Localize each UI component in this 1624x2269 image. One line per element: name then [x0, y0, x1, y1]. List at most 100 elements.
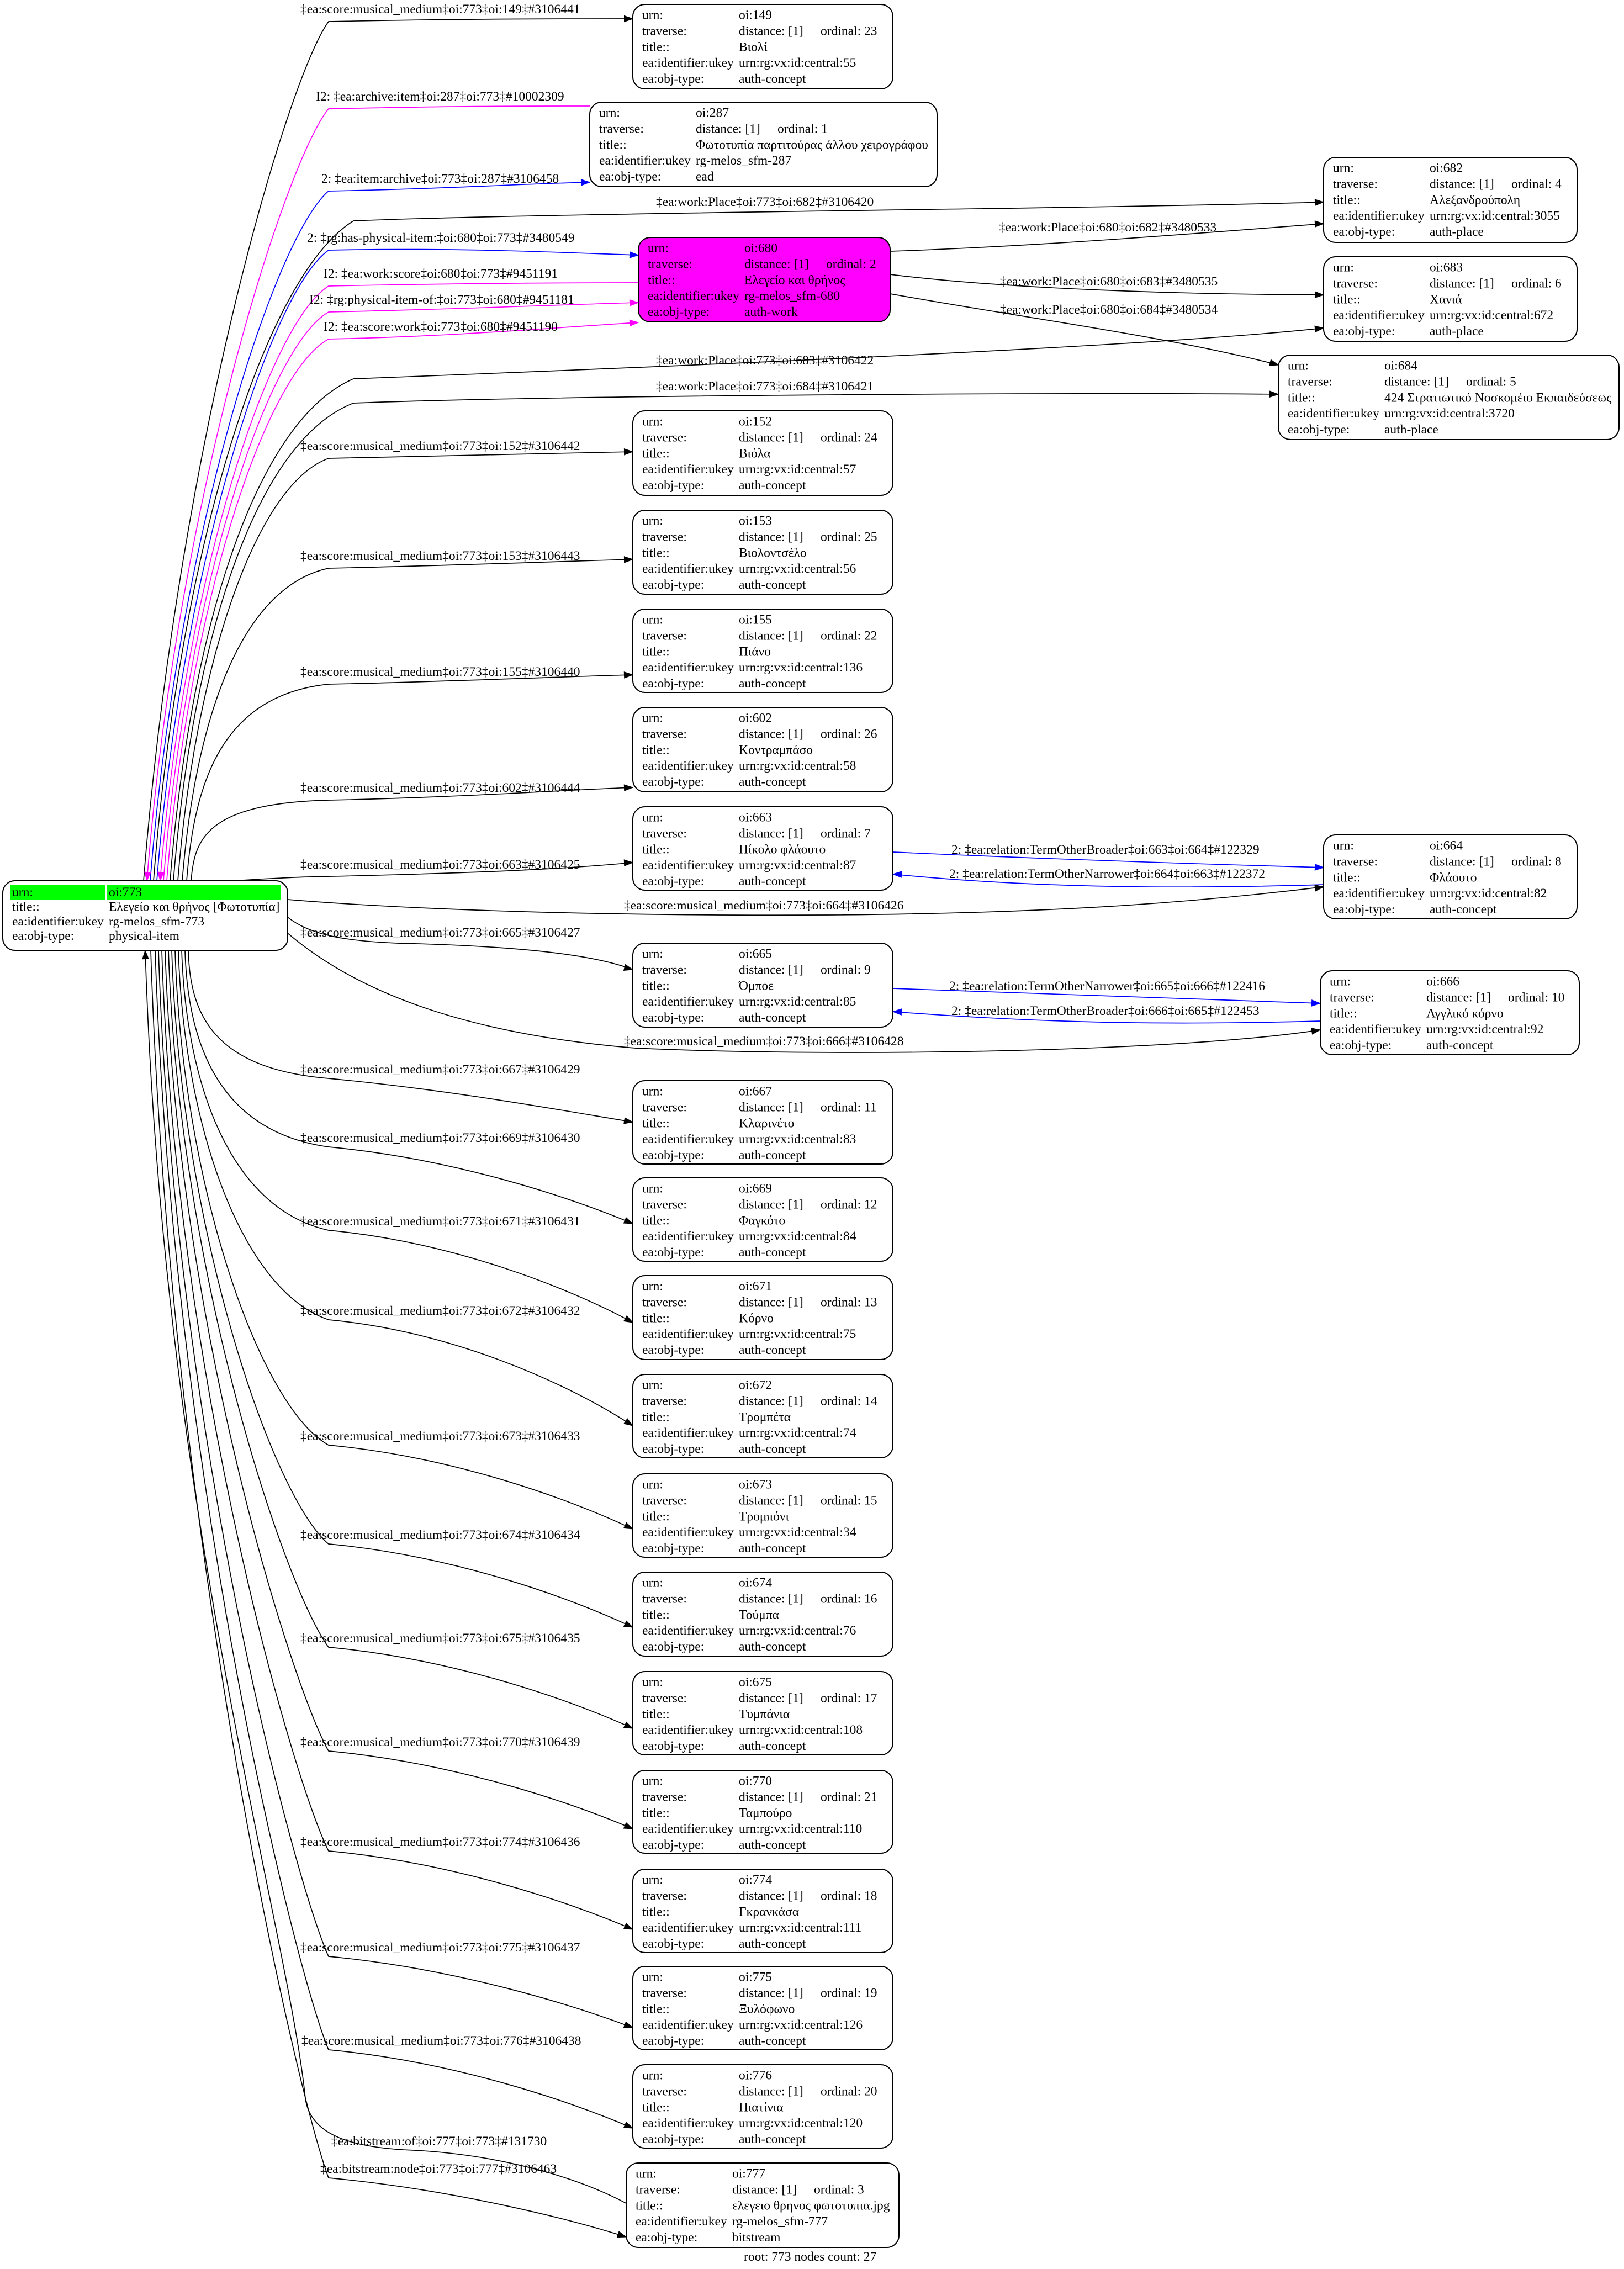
svg-text:urn:rg:vx:id:central:58: urn:rg:vx:id:central:58: [739, 759, 856, 773]
svg-text:physical-item: physical-item: [109, 929, 179, 943]
svg-text:Χανιά: Χανιά: [1430, 292, 1462, 306]
svg-text:oi:155: oi:155: [739, 613, 772, 627]
svg-text:ea:identifier:ukey: ea:identifier:ukey: [642, 858, 734, 872]
svg-text:‡ea:work:Place‡oi:773‡oi:684‡#: ‡ea:work:Place‡oi:773‡oi:684‡#3106421: [656, 379, 874, 394]
svg-text:distance: [1]: distance: [1]: [1384, 374, 1449, 389]
svg-text:title::: title::: [642, 2100, 670, 2114]
svg-text:distance: [1]: distance: [1]: [739, 628, 803, 643]
svg-text:distance: [1]: distance: [1]: [739, 1295, 803, 1309]
svg-text:urn:: urn:: [1330, 975, 1351, 989]
svg-text:ordinal: 21: ordinal: 21: [821, 1790, 877, 1804]
svg-text:ea:identifier:ukey: ea:identifier:ukey: [642, 2116, 734, 2130]
svg-text:auth-concept: auth-concept: [739, 1148, 806, 1162]
svg-text:ea:obj-type:: ea:obj-type:: [642, 1442, 704, 1456]
svg-text:ordinal: 7: ordinal: 7: [821, 826, 871, 840]
svg-text:‡ea:work:Place‡oi:680‡oi:682‡#: ‡ea:work:Place‡oi:680‡oi:682‡#3480533: [999, 220, 1216, 235]
svg-text:title::: title::: [1288, 390, 1315, 405]
svg-text:ea:obj-type:: ea:obj-type:: [642, 578, 704, 592]
svg-text:urn:rg:vx:id:central:74: urn:rg:vx:id:central:74: [739, 1426, 856, 1440]
svg-text:ea:obj-type:: ea:obj-type:: [1333, 324, 1395, 339]
svg-text:traverse:: traverse:: [642, 1986, 687, 2000]
svg-text:title::: title::: [1333, 870, 1361, 885]
svg-text:oi:153: oi:153: [739, 514, 772, 528]
svg-text:rg-melos_sfm-773: rg-melos_sfm-773: [109, 914, 204, 929]
svg-text:bitstream: bitstream: [732, 2230, 780, 2245]
svg-text:title::: title::: [648, 273, 675, 287]
svg-text:ea:identifier:ukey: ea:identifier:ukey: [636, 2214, 727, 2229]
svg-text:oi:672: oi:672: [739, 1378, 772, 1393]
svg-text:distance: [1]: distance: [1]: [739, 2084, 803, 2098]
svg-text:ea:identifier:ukey: ea:identifier:ukey: [1330, 1022, 1421, 1036]
svg-text:ea:identifier:ukey: ea:identifier:ukey: [1333, 209, 1425, 223]
svg-text:distance: [1]: distance: [1]: [739, 727, 803, 741]
svg-text:ea:identifier:ukey: ea:identifier:ukey: [642, 1426, 734, 1440]
svg-text:oi:602: oi:602: [739, 711, 772, 726]
svg-text:2: ‡ea:relation:TermOtherNarro: 2: ‡ea:relation:TermOtherNarrower‡oi:664…: [949, 867, 1265, 881]
svg-text:title::: title::: [642, 546, 670, 560]
svg-text:ordinal: 20: ordinal: 20: [821, 2084, 877, 2098]
svg-text:Όμποε: Όμποε: [738, 979, 774, 993]
svg-text:oi:683: oi:683: [1430, 261, 1463, 275]
svg-text:distance: [1]: distance: [1]: [1426, 990, 1491, 1004]
svg-text:traverse:: traverse:: [642, 962, 687, 977]
svg-text:title::: title::: [642, 2002, 670, 2016]
svg-text:ea:obj-type:: ea:obj-type:: [642, 1343, 704, 1357]
svg-text:Πίκολο φλάουτο: Πίκολο φλάουτο: [739, 842, 826, 856]
svg-text:ordinal: 4: ordinal: 4: [1511, 177, 1562, 191]
svg-text:Πιατίνια: Πιατίνια: [739, 2100, 784, 2114]
svg-text:urn:: urn:: [642, 1378, 663, 1393]
svg-text:ea:obj-type:: ea:obj-type:: [642, 2132, 704, 2146]
svg-text:traverse:: traverse:: [648, 257, 692, 271]
svg-text:oi:663: oi:663: [739, 811, 772, 825]
svg-text:auth-concept: auth-concept: [739, 874, 806, 888]
svg-text:‡ea:score:musical_medium‡oi:77: ‡ea:score:musical_medium‡oi:773‡oi:666‡#…: [624, 1034, 903, 1049]
svg-text:auth-concept: auth-concept: [739, 1739, 806, 1753]
svg-text:auth-concept: auth-concept: [739, 1838, 806, 1852]
svg-text:urn:rg:vx:id:central:75: urn:rg:vx:id:central:75: [739, 1327, 856, 1341]
svg-text:Βιολοντσέλο: Βιολοντσέλο: [739, 546, 807, 560]
svg-text:ea:obj-type:: ea:obj-type:: [1333, 902, 1395, 917]
svg-text:oi:149: oi:149: [739, 8, 772, 23]
svg-text:urn:rg:vx:id:central:82: urn:rg:vx:id:central:82: [1430, 886, 1547, 901]
svg-text:ea:obj-type:: ea:obj-type:: [642, 1639, 704, 1654]
svg-text:urn:: urn:: [648, 241, 669, 256]
svg-text:urn:: urn:: [642, 711, 663, 726]
svg-text:urn:rg:vx:id:central:84: urn:rg:vx:id:central:84: [739, 1229, 856, 1244]
svg-text:distance: [1]: distance: [1]: [739, 1493, 803, 1508]
svg-text:oi:674: oi:674: [739, 1576, 772, 1590]
svg-text:urn:: urn:: [1333, 161, 1354, 176]
svg-text:ea:identifier:ukey: ea:identifier:ukey: [1288, 406, 1379, 421]
svg-text:title::: title::: [642, 1213, 670, 1228]
svg-text:ea:identifier:ukey: ea:identifier:ukey: [642, 1723, 734, 1737]
svg-text:Τρομπόνι: Τρομπόνι: [739, 1509, 790, 1524]
svg-text:title::: title::: [642, 1116, 670, 1130]
svg-text:ordinal: 26: ordinal: 26: [821, 727, 877, 741]
svg-text:auth-concept: auth-concept: [739, 2132, 806, 2146]
svg-text:distance: [1]: distance: [1]: [739, 1986, 803, 2000]
svg-text:distance: [1]: distance: [1]: [1430, 854, 1494, 869]
svg-text:traverse:: traverse:: [642, 1591, 687, 1606]
svg-text:title::: title::: [642, 979, 670, 993]
svg-text:‡ea:score:musical_medium‡oi:77: ‡ea:score:musical_medium‡oi:773‡oi:664‡#…: [624, 898, 904, 913]
svg-text:auth-place: auth-place: [1384, 422, 1438, 437]
svg-text:ea:identifier:ukey: ea:identifier:ukey: [642, 2018, 734, 2032]
svg-text:title::: title::: [1333, 292, 1361, 306]
svg-text:I2: ‡ea:score:work‡oi:773‡oi:6: I2: ‡ea:score:work‡oi:773‡oi:680‡#945119…: [324, 320, 558, 334]
svg-text:ea:identifier:ukey: ea:identifier:ukey: [1333, 886, 1425, 901]
svg-text:Ελεγείο και θρήνος: Ελεγείο και θρήνος: [744, 273, 845, 287]
svg-text:ελεγειο θρηνος φωτοτυπια.jpg: ελεγειο θρηνος φωτοτυπια.jpg: [732, 2198, 890, 2213]
svg-text:ordinal: 24: ordinal: 24: [821, 430, 877, 445]
svg-text:‡ea:score:musical_medium‡oi:77: ‡ea:score:musical_medium‡oi:773‡oi:770‡#…: [300, 1735, 580, 1749]
svg-text:ordinal: 23: ordinal: 23: [821, 24, 877, 38]
svg-text:title::: title::: [12, 900, 40, 914]
svg-text:urn:: urn:: [642, 8, 663, 23]
svg-text:ordinal: 19: ordinal: 19: [821, 1986, 877, 2000]
svg-text:distance: [1]: distance: [1]: [1430, 177, 1494, 191]
svg-text:distance: [1]: distance: [1]: [739, 1691, 803, 1705]
svg-text:Τρομπέτα: Τρομπέτα: [739, 1410, 791, 1424]
svg-text:traverse:: traverse:: [642, 727, 687, 741]
svg-text:ea:obj-type:: ea:obj-type:: [599, 170, 661, 184]
svg-text:‡ea:score:musical_medium‡oi:77: ‡ea:score:musical_medium‡oi:773‡oi:663‡#…: [300, 858, 580, 872]
svg-text:auth-concept: auth-concept: [739, 478, 806, 493]
svg-text:Κοντραμπάσο: Κοντραμπάσο: [739, 743, 813, 757]
